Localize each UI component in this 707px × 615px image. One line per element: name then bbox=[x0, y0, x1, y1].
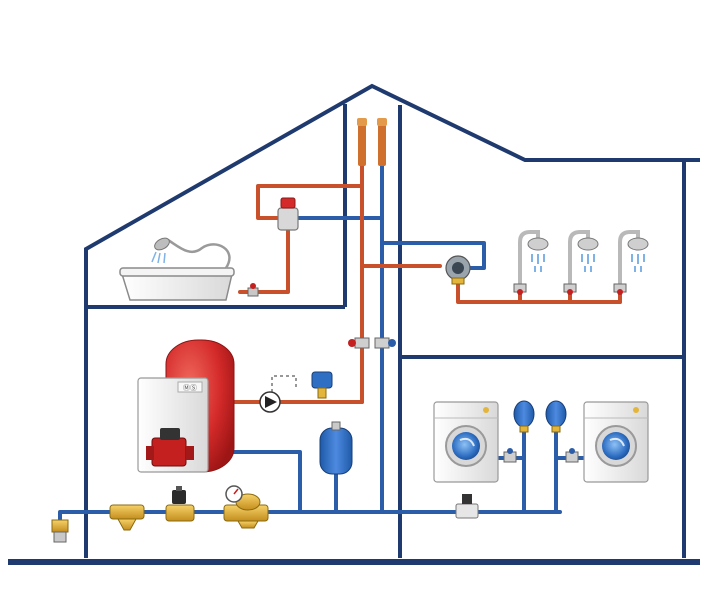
boiler: ⓂⓈ bbox=[137, 377, 209, 473]
arrester-1 bbox=[513, 400, 535, 433]
mixed-to-bath bbox=[238, 226, 290, 294]
solenoid-valve bbox=[165, 486, 195, 522]
shower-mixer bbox=[445, 255, 471, 285]
thermostatic-mixing-valve bbox=[277, 197, 299, 231]
washing-machine-1 bbox=[433, 401, 499, 483]
pump-control-line bbox=[271, 375, 297, 392]
boiler-label: ⓂⓈ bbox=[183, 384, 197, 392]
boiler-burner bbox=[146, 428, 194, 467]
cold-branch-shower bbox=[380, 241, 486, 270]
hand-shower-head bbox=[154, 237, 170, 251]
water-hammer-arresters bbox=[513, 400, 567, 433]
house-structure bbox=[8, 83, 700, 565]
shower-head-3 bbox=[613, 230, 649, 295]
expansion-vessel bbox=[319, 421, 353, 475]
washing-machine-2 bbox=[583, 401, 649, 483]
bath-valve-handle bbox=[250, 283, 256, 289]
washing-machines bbox=[433, 401, 649, 483]
hand-shower-spray bbox=[151, 251, 166, 264]
bathtub-body bbox=[120, 273, 233, 301]
circulation-pump bbox=[259, 391, 281, 413]
riser-top-stubs bbox=[357, 118, 387, 166]
main-inlet-fitting bbox=[51, 519, 69, 543]
boiler-panel bbox=[177, 381, 203, 393]
hot-water-pipes bbox=[230, 120, 622, 404]
shower-head-2 bbox=[563, 230, 599, 295]
cold-water-pipes bbox=[58, 120, 586, 542]
bath-valve bbox=[247, 287, 259, 297]
shower-heads-row bbox=[513, 230, 649, 295]
motorized-valve bbox=[311, 371, 333, 399]
bathtub-rim bbox=[119, 267, 235, 277]
hot-branch-mixer bbox=[256, 184, 364, 220]
riser-isolation-valves bbox=[348, 337, 396, 349]
cold-branch-wm2 bbox=[554, 426, 586, 514]
arrester-2 bbox=[545, 400, 567, 433]
washer-taps bbox=[503, 448, 579, 463]
cold-branch-boiler bbox=[226, 450, 302, 514]
cold-branch-wm1 bbox=[496, 426, 526, 514]
filter bbox=[109, 504, 145, 531]
shower-head-1 bbox=[513, 230, 549, 295]
bathtub-with-hand-shower bbox=[119, 237, 259, 301]
shower-hose bbox=[167, 238, 231, 269]
pressure-reducing-valve bbox=[223, 485, 269, 529]
shower-header bbox=[456, 274, 622, 304]
washer-supply-valve bbox=[455, 494, 479, 519]
